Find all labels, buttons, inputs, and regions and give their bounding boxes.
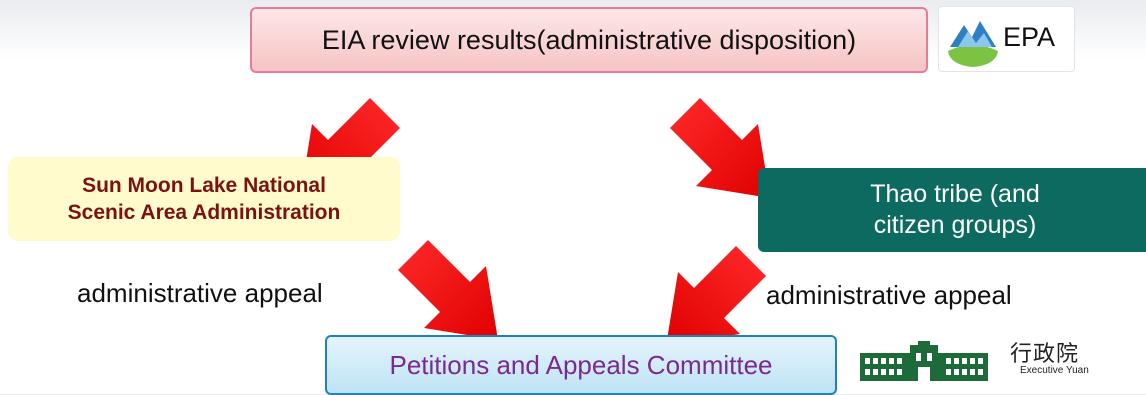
arrow-top-right-icon [670, 98, 770, 198]
administrative-appeal-left-label: administrative appeal [77, 278, 323, 308]
eia-review-results-box: EIA review results(administrative dispos… [250, 7, 928, 73]
petitions-appeals-committee-text: Petitions and Appeals Committee [389, 349, 773, 380]
arrow-bottom-right-icon [666, 246, 766, 346]
arrow-bottom-left-icon [398, 240, 498, 340]
thao-tribe-line1: Thao tribe (and [870, 179, 1040, 208]
executive-yuan-english-label: Executive Yuan [1020, 365, 1089, 376]
epa-label: EPA [1003, 22, 1056, 52]
epa-logo-icon [945, 11, 1001, 67]
executive-yuan-building-icon [860, 341, 988, 381]
eia-review-results-text: EIA review results(administrative dispos… [321, 24, 857, 55]
thao-tribe-line2: citizen groups) [873, 211, 1037, 239]
executive-yuan-chinese-label: 行政院 [1010, 342, 1080, 367]
sun-moon-lake-box: Sun Moon Lake National Scenic Area Admin… [8, 157, 400, 241]
administrative-appeal-right-label: administrative appeal [766, 280, 1012, 310]
sun-moon-lake-line2: Scenic Area Administration [67, 201, 341, 224]
sun-moon-lake-line1: Sun Moon Lake National [82, 173, 326, 197]
thao-tribe-box: Thao tribe (and citizen groups) [758, 168, 1146, 252]
epa-logo: EPA [938, 6, 1075, 72]
petitions-appeals-committee-box: Petitions and Appeals Committee [325, 335, 837, 395]
